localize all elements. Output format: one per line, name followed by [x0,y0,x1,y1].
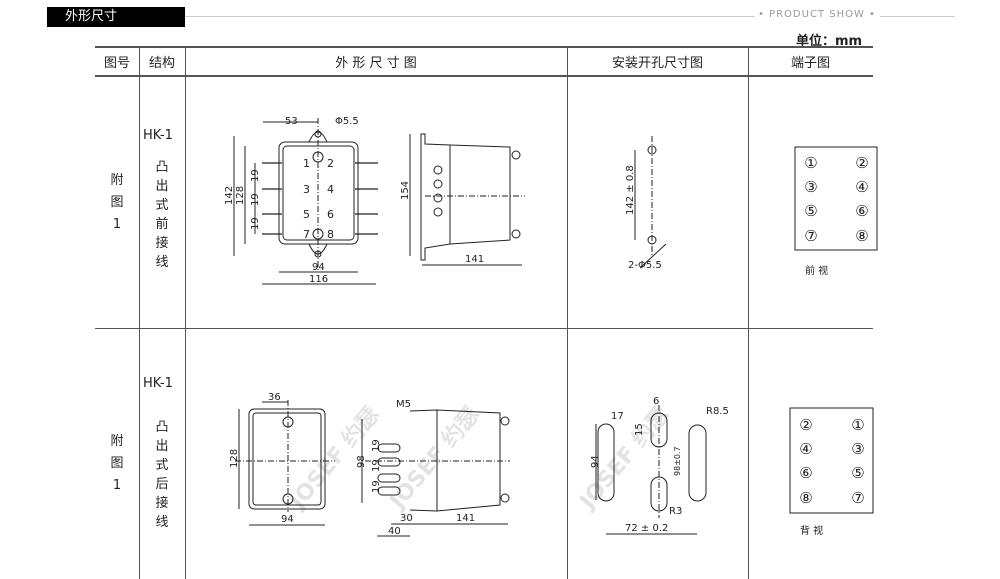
dim-19: 19 [250,217,261,230]
unit-label: 单位：mm [796,34,863,49]
terminal: ⑥ [799,464,812,482]
view-label: 背 视 [800,524,823,537]
table-border [95,46,873,48]
hole-label: 2-Φ5.5 [628,260,662,271]
front-outline-drawing: 53 Φ5.5 142 128 19 19 19 94 116 1 2 3 4 5 6… [224,116,525,285]
terminal: ② [855,154,868,172]
dim-154: 154 [400,181,411,200]
terminal: ⑤ [851,464,864,482]
divider [880,16,955,17]
back-terminal-diagram: ② ① ④ ③ ⑥ ⑤ ⑧ ⑦ 背 视 [789,407,874,537]
terminal: ③ [851,440,864,458]
dim-19: 19 [250,193,261,206]
dim-141: 141 [456,513,475,524]
dim-40: 40 [388,526,401,537]
row-divider [95,328,873,329]
dim-36: 36 [268,392,281,403]
structure-label: 凸出式前接线 [155,160,169,270]
pin-1: 1 [303,157,310,170]
front-terminal-diagram: ① ② ③ ④ ⑤ ⑥ ⑦ ⑧ 前 视 [794,146,878,277]
pin-5: 5 [303,208,310,221]
header-structure: 结构 [148,56,175,71]
dim-128: 128 [229,449,240,468]
dim-128: 128 [235,186,246,205]
terminal: ⑧ [799,489,812,507]
pin-6: 6 [327,208,334,221]
dim-94: 94 [281,514,294,525]
header-fig-no: 图号 [103,56,130,71]
terminal: ⑦ [851,489,864,507]
dim-142: 142 [224,186,235,205]
dim-30: 30 [400,513,413,524]
front-cutout-drawing: 142 ± 0.8 2-Φ5.5 [625,136,667,271]
terminal: ④ [799,440,812,458]
dim-19: 19 [250,169,261,182]
terminal: ④ [855,178,868,196]
header-cutout: 安装开孔尺寸图 [611,56,703,71]
dim-6: 6 [653,396,659,407]
pin-8: 8 [327,228,334,241]
terminal: ② [799,416,812,434]
dim-72-tol: 72 ± 0.2 [625,523,668,534]
structure-label: 凸出式后接线 [155,420,169,530]
back-outline-drawing: 36 128 94 M5 98 19 19 19 30 141 40 [229,392,510,537]
col-divider [139,46,140,579]
radius-r3: R3 [669,506,682,517]
model-label: HK-1 [143,376,173,391]
col-divider [185,46,186,579]
terminal: ⑥ [855,202,868,220]
terminal: ⑦ [804,227,817,245]
dim-141: 141 [465,254,484,265]
dim-116: 116 [309,274,328,285]
back-cutout-drawing: 17 6 15 R8.5 94 98±0.7 R3 72 ± 0.2 [590,396,729,535]
svg-text:JOSEF 约瑟: JOSEF 约瑟 [283,402,384,516]
dim-94: 94 [312,262,325,273]
thread-m5: M5 [396,399,411,410]
pin-2: 2 [327,157,334,170]
header-terminal: 端子图 [790,56,830,71]
dim-19: 19 [371,439,382,452]
divider [185,16,755,17]
dim-98: 98 [356,455,367,468]
terminal: ⑧ [855,227,868,245]
table-border [95,75,873,77]
radius-r85: R8.5 [706,406,729,417]
dim-142-tol: 142 ± 0.8 [625,165,636,215]
product-show-label: • PRODUCT SHOW • [758,9,876,20]
dim-phi: Φ5.5 [335,116,359,127]
pin-3: 3 [303,183,310,196]
dim-19: 19 [371,459,382,472]
dim-19: 19 [371,480,382,493]
col-divider [748,46,749,579]
dim-53: 53 [285,116,298,127]
dim-15: 15 [634,423,645,436]
terminal: ① [851,416,864,434]
model-label: HK-1 [143,128,173,143]
pin-7: 7 [303,228,310,241]
header-outline: 外 形 尺 寸 图 [335,56,417,71]
terminal: ⑤ [804,202,817,220]
dim-98-tol: 98±0.7 [673,446,682,476]
view-label: 前 视 [805,264,828,277]
pin-4: 4 [327,183,334,196]
dim-94: 94 [590,455,601,468]
terminal: ① [804,154,817,172]
col-divider [567,46,568,579]
section-title: 外形尺寸 [47,7,185,27]
terminal: ③ [804,178,817,196]
dim-17: 17 [611,411,624,422]
